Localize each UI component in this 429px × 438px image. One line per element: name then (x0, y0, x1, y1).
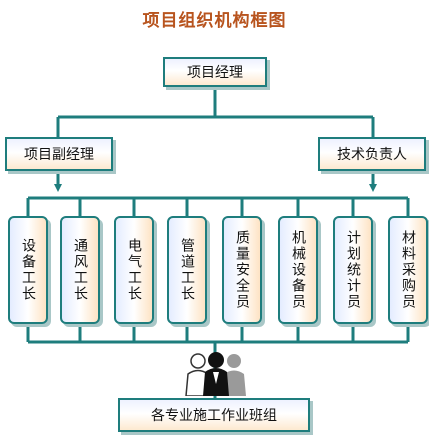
technical-lead-label: 技术负责人 (337, 147, 407, 163)
role-label: 计划统计员 (345, 230, 361, 310)
project-manager-label: 项目经理 (187, 65, 243, 81)
role-box-ventilation: 通风工长 (60, 216, 100, 324)
role-label: 质量安全员 (234, 230, 250, 310)
role-box-electrical: 电气工长 (114, 216, 154, 324)
deputy-manager-box: 项目副经理 (5, 137, 113, 171)
work-teams-label: 各专业施工作业班组 (151, 408, 277, 424)
role-label: 通风工长 (72, 238, 88, 302)
role-box-planning-stats: 计划统计员 (333, 216, 373, 324)
role-label: 设备工长 (20, 238, 36, 302)
chart-title: 项目组织机构框图 (142, 11, 287, 31)
work-teams-box: 各专业施工作业班组 (118, 398, 310, 432)
role-label: 管道工长 (179, 238, 195, 302)
role-box-materials-purchasing: 材料采购员 (388, 216, 428, 324)
project-manager-box: 项目经理 (163, 57, 267, 87)
role-box-piping: 管道工长 (167, 216, 207, 324)
role-label: 机械设备员 (290, 230, 306, 310)
role-box-quality-safety: 质量安全员 (222, 216, 262, 324)
role-box-machinery: 机械设备员 (278, 216, 318, 324)
role-box-equipment: 设备工长 (8, 216, 48, 324)
role-label: 材料采购员 (400, 230, 416, 310)
role-label: 电气工长 (126, 238, 142, 302)
people-group-icon (185, 352, 246, 396)
technical-lead-box: 技术负责人 (318, 137, 426, 171)
deputy-manager-label: 项目副经理 (24, 147, 94, 163)
